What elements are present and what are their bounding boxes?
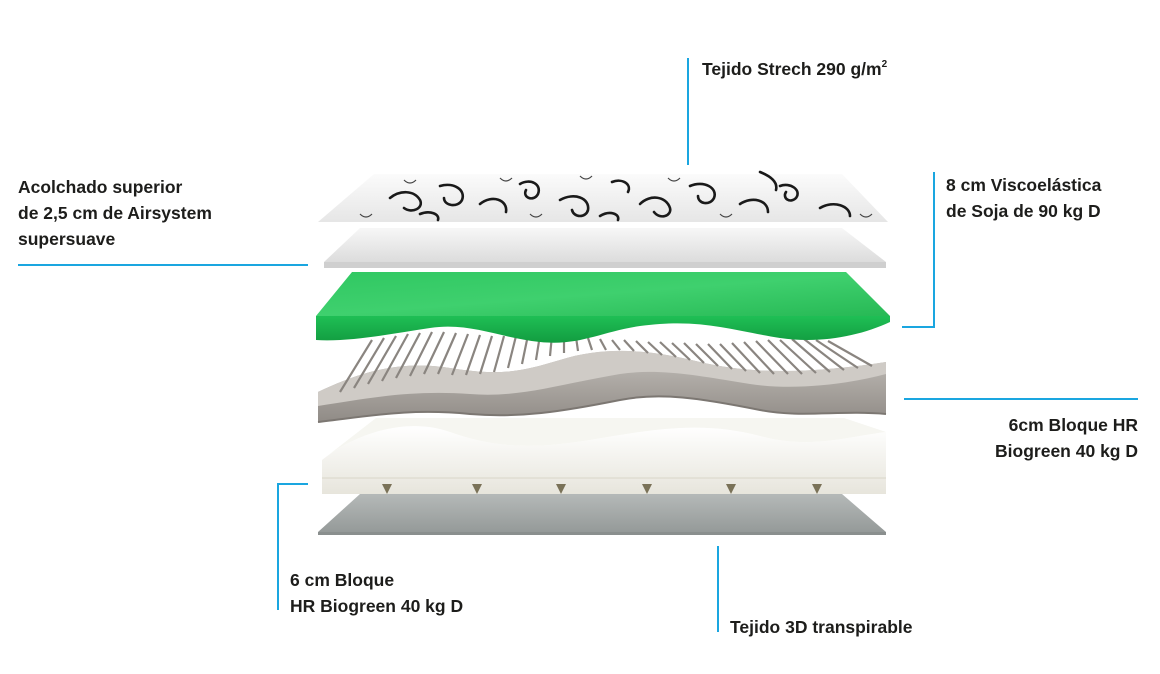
layer-hr-grey-block [317, 331, 887, 423]
label-bloque-hr-right-line-2: Biogreen 40 kg D [995, 441, 1138, 461]
label-tejido-strech-text: Tejido Strech 290 g/m [702, 59, 882, 79]
label-bloque-hr-right-line-1: 6cm Bloque HR [1008, 415, 1138, 435]
leader-bloque-hr-left [277, 483, 308, 610]
label-bloque-hr-left-line-1: 6 cm Bloque [290, 570, 395, 590]
label-acolchado-line-1: Acolchado superior [18, 177, 183, 197]
layer-3d-fabric [318, 494, 886, 535]
layer-viscoelastic [316, 272, 890, 343]
label-acolchado-line-2: de 2,5 cm de Airsystem [18, 203, 212, 223]
label-tejido-strech-superscript: 2 [881, 59, 888, 71]
leader-lines [18, 58, 1138, 632]
layer-stretch-fabric [318, 170, 888, 222]
label-tejido-strech: Tejido Strech 290 g/m2 [702, 56, 887, 82]
label-viscoelastica-line-1: 8 cm Viscoelástica [946, 175, 1102, 195]
label-viscoelastica-line-2: de Soja de 90 kg D [946, 201, 1101, 221]
label-tejido-3d: Tejido 3D transpirable [730, 614, 913, 640]
label-viscoelastica: 8 cm Viscoelástica de Soja de 90 kg D [946, 172, 1101, 224]
label-acolchado-line-3: supersuave [18, 229, 116, 249]
label-bloque-hr-left-line-2: HR Biogreen 40 kg D [290, 596, 464, 616]
label-bloque-hr-right: 6cm Bloque HR Biogreen 40 kg D [995, 412, 1138, 464]
leader-viscoelastica [902, 172, 935, 328]
label-acolchado: Acolchado superior de 2,5 cm de Airsyste… [18, 174, 212, 252]
label-bloque-hr-left: 6 cm Bloque HR Biogreen 40 kg D [290, 567, 463, 619]
label-tejido-3d-text: Tejido 3D transpirable [730, 617, 913, 637]
layer-hr-white-block [322, 418, 886, 494]
layer-airsystem [324, 228, 886, 268]
